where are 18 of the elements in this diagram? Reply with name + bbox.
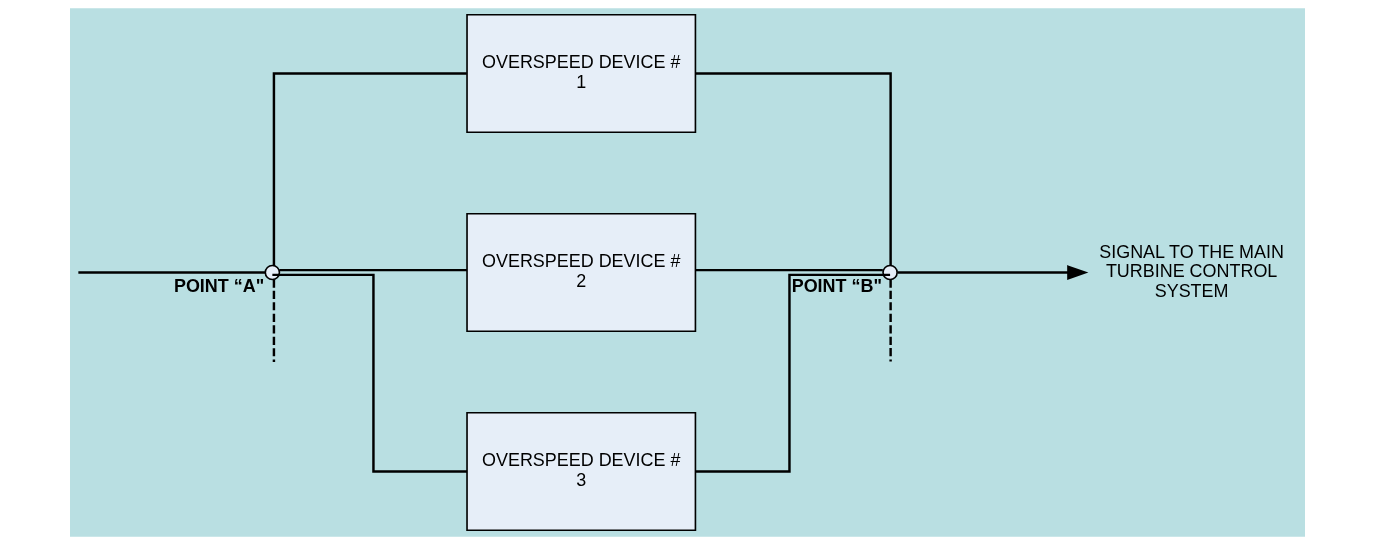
connector: [272, 279, 275, 363]
connector: [271, 273, 467, 473]
node-circle: [881, 264, 898, 281]
connector: [695, 273, 890, 473]
arrow: [897, 265, 1088, 280]
node-box: OVERSPEED DEVICE # 3: [465, 412, 696, 532]
connector: [272, 72, 467, 266]
node-circle: [264, 264, 280, 281]
connector: [888, 279, 892, 362]
node-label: POINT “A": [173, 276, 264, 297]
connector: [695, 72, 892, 266]
node-text: SIGNAL TO THE MAIN TURBINE CONTROL SYSTEM: [1098, 241, 1284, 301]
connector: [278, 268, 467, 272]
connector: [695, 268, 883, 272]
node-label: POINT “B": [791, 276, 882, 297]
node-box: OVERSPEED DEVICE # 2: [465, 212, 696, 333]
connector: [77, 271, 265, 274]
node-box: OVERSPEED DEVICE # 1: [465, 13, 696, 133]
